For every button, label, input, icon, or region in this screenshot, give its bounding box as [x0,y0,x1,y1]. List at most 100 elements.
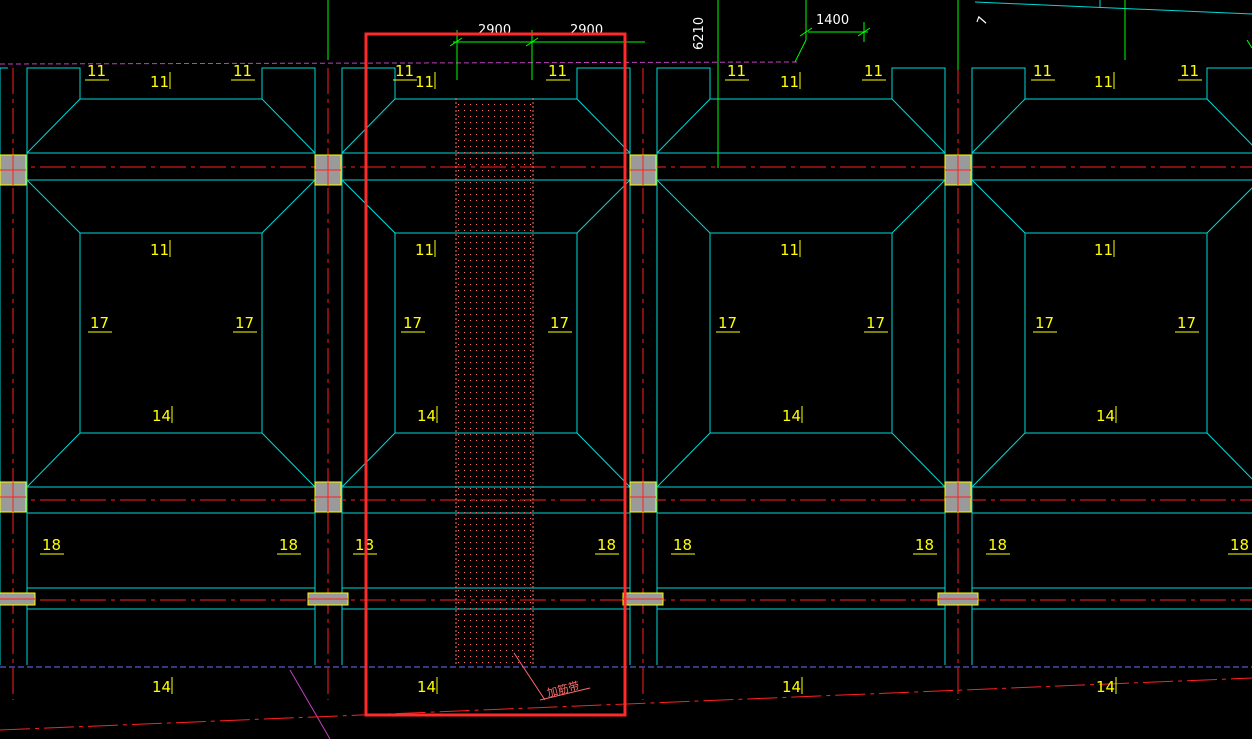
dimension-link [794,39,807,63]
label-14: 14 [417,678,436,696]
label-11: 11 [548,62,567,80]
label-18: 18 [673,536,692,554]
label-11: 11 [415,241,434,259]
label-11: 11 [150,73,169,91]
pit-slope [576,179,631,234]
dimension-tick [799,27,813,37]
label-11: 11 [87,62,106,80]
pit-slope [656,432,711,488]
pit-slope [656,179,711,234]
dimension-tick [525,37,539,47]
pit-slope [971,179,1026,234]
annotation-underline [539,687,591,701]
pit-slope [26,179,81,234]
top-strip-slope-right [891,98,946,154]
label-18: 18 [988,536,1007,554]
top-strip-slope-right [1206,98,1252,146]
label-11: 11 [780,241,799,259]
label-17: 17 [90,314,109,332]
pit-outer [26,179,316,488]
bottom-row-outline [971,608,1252,665]
label-11: 11 [1094,241,1113,259]
label-17: 17 [1177,314,1196,332]
beam-row-outline [971,512,1252,589]
columns [0,154,979,606]
label-11: 11 [233,62,252,80]
beam-row-outline [26,512,316,589]
label-14: 14 [152,678,171,696]
label-17: 17 [718,314,737,332]
dim-text-7: 7 [975,14,992,27]
dim-text-2900: 2900 [478,23,511,38]
highlight-box [364,32,627,717]
boundary-top-right [974,1,1252,15]
strip-dot-fill [457,99,533,665]
pit-slope [26,432,81,488]
pit-slope [891,432,946,488]
beam-row-outline [656,512,946,589]
pit-inner [1024,232,1208,434]
label-11: 11 [780,73,799,91]
boundary-top-magenta [0,61,801,65]
pit-slope [1206,187,1252,234]
top-strip-outline [971,67,1252,153]
highlight-group [364,32,627,717]
pit-inner [709,232,893,434]
label-18: 18 [915,536,934,554]
top-strip-slope-left [971,98,1026,154]
label-11: 11 [1094,73,1113,91]
boundary-diagonal-magenta [289,669,331,739]
dim-text-1400: 1400 [816,13,849,28]
label-18: 18 [279,536,298,554]
label-17: 17 [550,314,569,332]
label-11: 11 [1180,62,1199,80]
dimension-grid-line [1246,39,1252,49]
pit-slope [1206,432,1252,480]
pit-outlines [0,67,1252,665]
label-14: 14 [1096,407,1115,425]
label-11: 11 [395,62,414,80]
dimension-tick [449,37,463,47]
reinforced-strip: 加筋带 [455,98,591,701]
label-11: 11 [864,62,883,80]
top-strip-slope-right [576,98,631,154]
label-14: 14 [417,407,436,425]
dim-text-6210: 6210 [692,17,707,50]
pit-outer [971,179,1252,488]
label-14: 14 [1096,678,1115,696]
annotation-leader [513,652,546,701]
pit-slope [341,432,396,488]
pit-slope [891,179,946,234]
pit-outer [656,179,946,488]
pit-slope [971,432,1026,488]
bottom-row-outline [656,608,946,665]
top-strip-outline [656,67,946,153]
bottom-row-outline [26,608,316,665]
top-strip-slope-right [261,98,316,154]
label-11: 11 [1033,62,1052,80]
label-17: 17 [235,314,254,332]
dimension-tick [857,27,871,37]
pit-inner [79,232,263,434]
annotation-text: 加筋带 [545,678,580,700]
label-11: 11 [415,73,434,91]
label-17: 17 [1035,314,1054,332]
top-strip-slope-left [26,98,81,154]
top-strip-outline [26,67,316,153]
label-18: 18 [1230,536,1249,554]
label-11: 11 [150,241,169,259]
label-14: 14 [782,407,801,425]
label-17: 17 [866,314,885,332]
top-strip-slope-left [341,98,396,154]
pit-slope [341,179,396,234]
pit-slope [576,432,631,488]
top-strip-slope-left [656,98,711,154]
label-17: 17 [403,314,422,332]
label-11: 11 [727,62,746,80]
label-18: 18 [597,536,616,554]
label-18: 18 [42,536,61,554]
label-14: 14 [152,407,171,425]
